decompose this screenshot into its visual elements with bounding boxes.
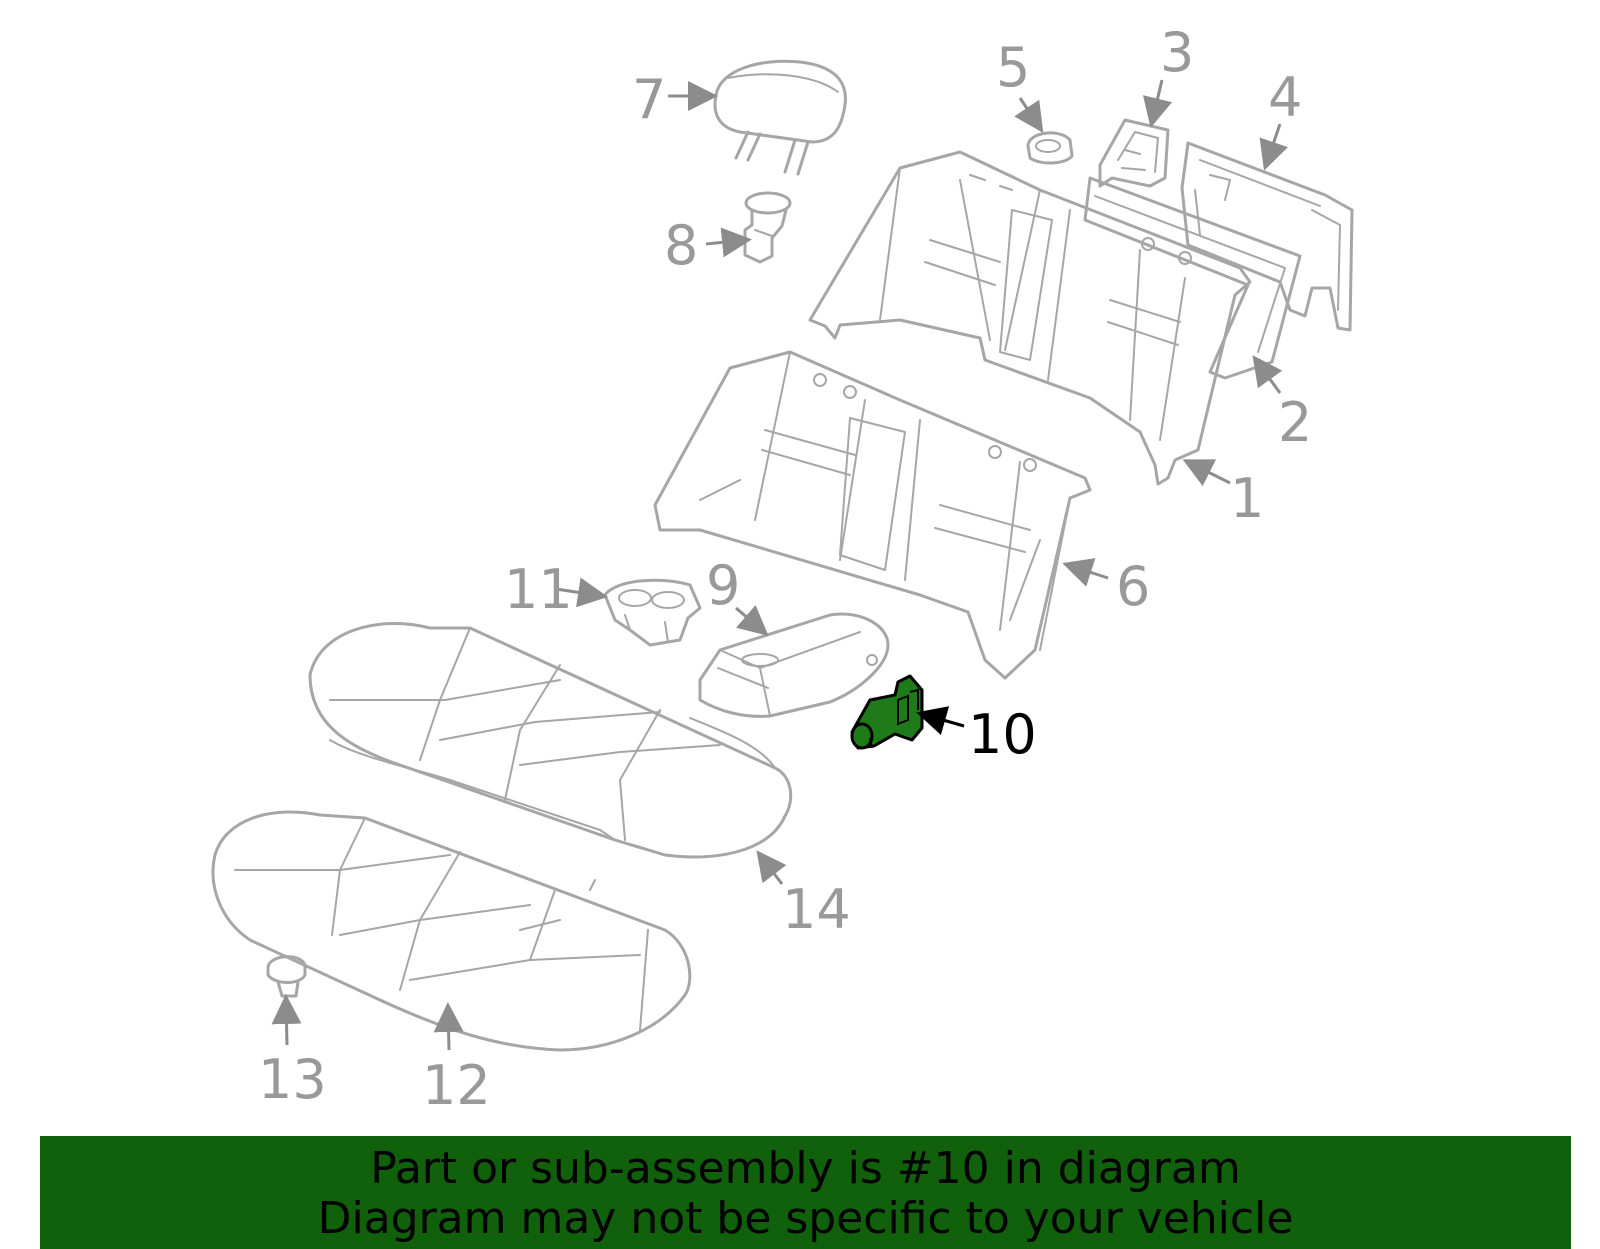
callout-6: 6 [1116, 555, 1150, 618]
callout-8: 8 [664, 214, 698, 277]
cup-holder-part [603, 578, 702, 647]
callout-labels: 1 2 3 4 5 6 7 8 9 10 11 12 13 14 [258, 21, 1312, 1117]
banner-line-part-number: Part or sub-assembly is #10 in diagram [370, 1143, 1241, 1194]
leader-arrows [271, 79, 1288, 1051]
callout-7: 7 [632, 68, 666, 131]
armrest-part [698, 612, 890, 718]
callout-13: 13 [258, 1048, 327, 1111]
callout-14: 14 [782, 878, 851, 941]
callout-5: 5 [996, 36, 1030, 99]
info-banner: Part or sub-assembly is #10 in diagram D… [40, 1136, 1571, 1249]
callout-10: 10 [968, 703, 1037, 766]
headrest-part [713, 59, 847, 176]
headrest-guide-part [743, 191, 792, 264]
callout-12: 12 [422, 1054, 491, 1117]
armrest-bracket-highlighted [850, 674, 924, 750]
rear-panel-part [1180, 141, 1354, 332]
seatback-frame-part [1083, 176, 1302, 380]
callout-2: 2 [1278, 391, 1312, 454]
seat-cushion-cover-part [308, 621, 793, 859]
seatback-cover-part [808, 150, 1252, 486]
callout-1: 1 [1230, 467, 1264, 530]
callout-4: 4 [1268, 66, 1302, 129]
banner-line-disclaimer: Diagram may not be specific to your vehi… [317, 1193, 1294, 1244]
bezel-part [1026, 131, 1074, 165]
callout-9: 9 [706, 554, 740, 617]
callout-3: 3 [1160, 21, 1194, 84]
seatback-trim-part [653, 350, 1092, 680]
bracket-part [1098, 118, 1170, 188]
seat-cushion-pad-part [211, 810, 692, 1052]
callout-11: 11 [504, 558, 573, 621]
